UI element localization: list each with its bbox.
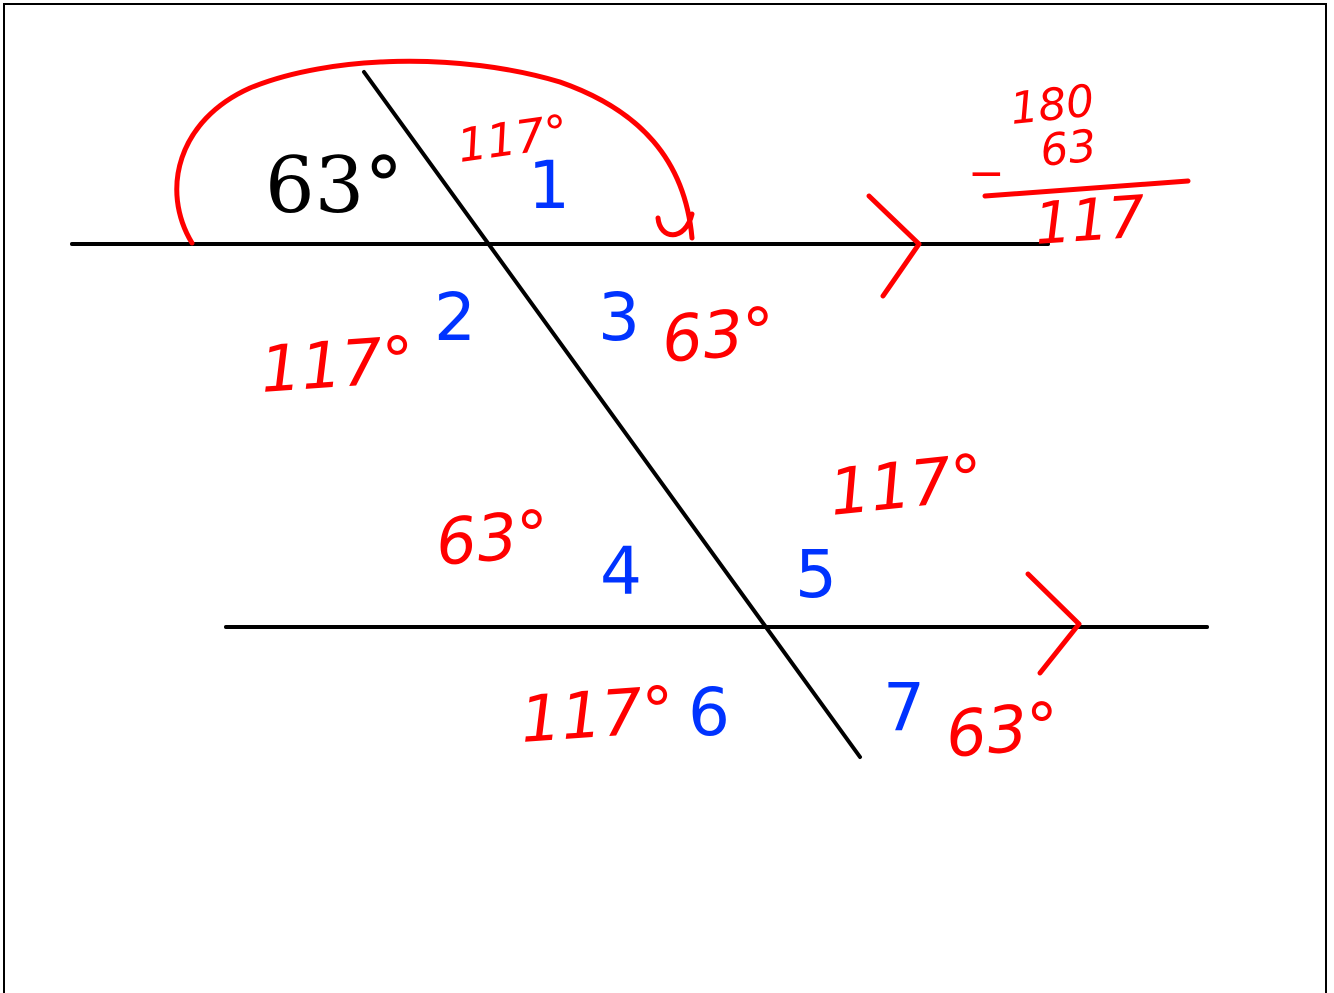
subtraction-result: 117 bbox=[1032, 182, 1147, 258]
subtraction-operator: − bbox=[968, 148, 1005, 199]
angle-number-2: 2 bbox=[434, 279, 476, 356]
board-frame bbox=[3, 3, 1327, 993]
annotation-angle-2: 117° bbox=[258, 323, 417, 408]
angle-number-5: 5 bbox=[795, 536, 837, 613]
subtraction-rule bbox=[982, 178, 1191, 199]
transversal-line bbox=[362, 70, 862, 759]
given-angle-label: 63° bbox=[265, 141, 403, 231]
subtraction-subtrahend: 63 bbox=[1038, 120, 1099, 177]
subtraction-minuend: 180 bbox=[1008, 75, 1097, 134]
annotation-angle-6: 117° bbox=[518, 673, 677, 758]
lower-parallel-arrow-icon bbox=[1025, 571, 1082, 676]
annotation-angle-7: 63° bbox=[943, 689, 1062, 773]
annotation-angle-5: 117° bbox=[826, 441, 987, 531]
angle-number-3: 3 bbox=[598, 279, 640, 356]
annotation-angle-3: 63° bbox=[659, 294, 778, 378]
arc-arrowhead-icon bbox=[655, 211, 695, 238]
angle-number-4: 4 bbox=[600, 533, 642, 610]
supplementary-arc bbox=[174, 58, 695, 246]
annotation-angle-4: 63° bbox=[433, 497, 552, 581]
upper-parallel-arrow-icon bbox=[866, 193, 922, 299]
angle-number-1: 1 bbox=[528, 147, 570, 224]
angle-number-7: 7 bbox=[883, 669, 925, 746]
angle-number-6: 6 bbox=[688, 674, 730, 751]
